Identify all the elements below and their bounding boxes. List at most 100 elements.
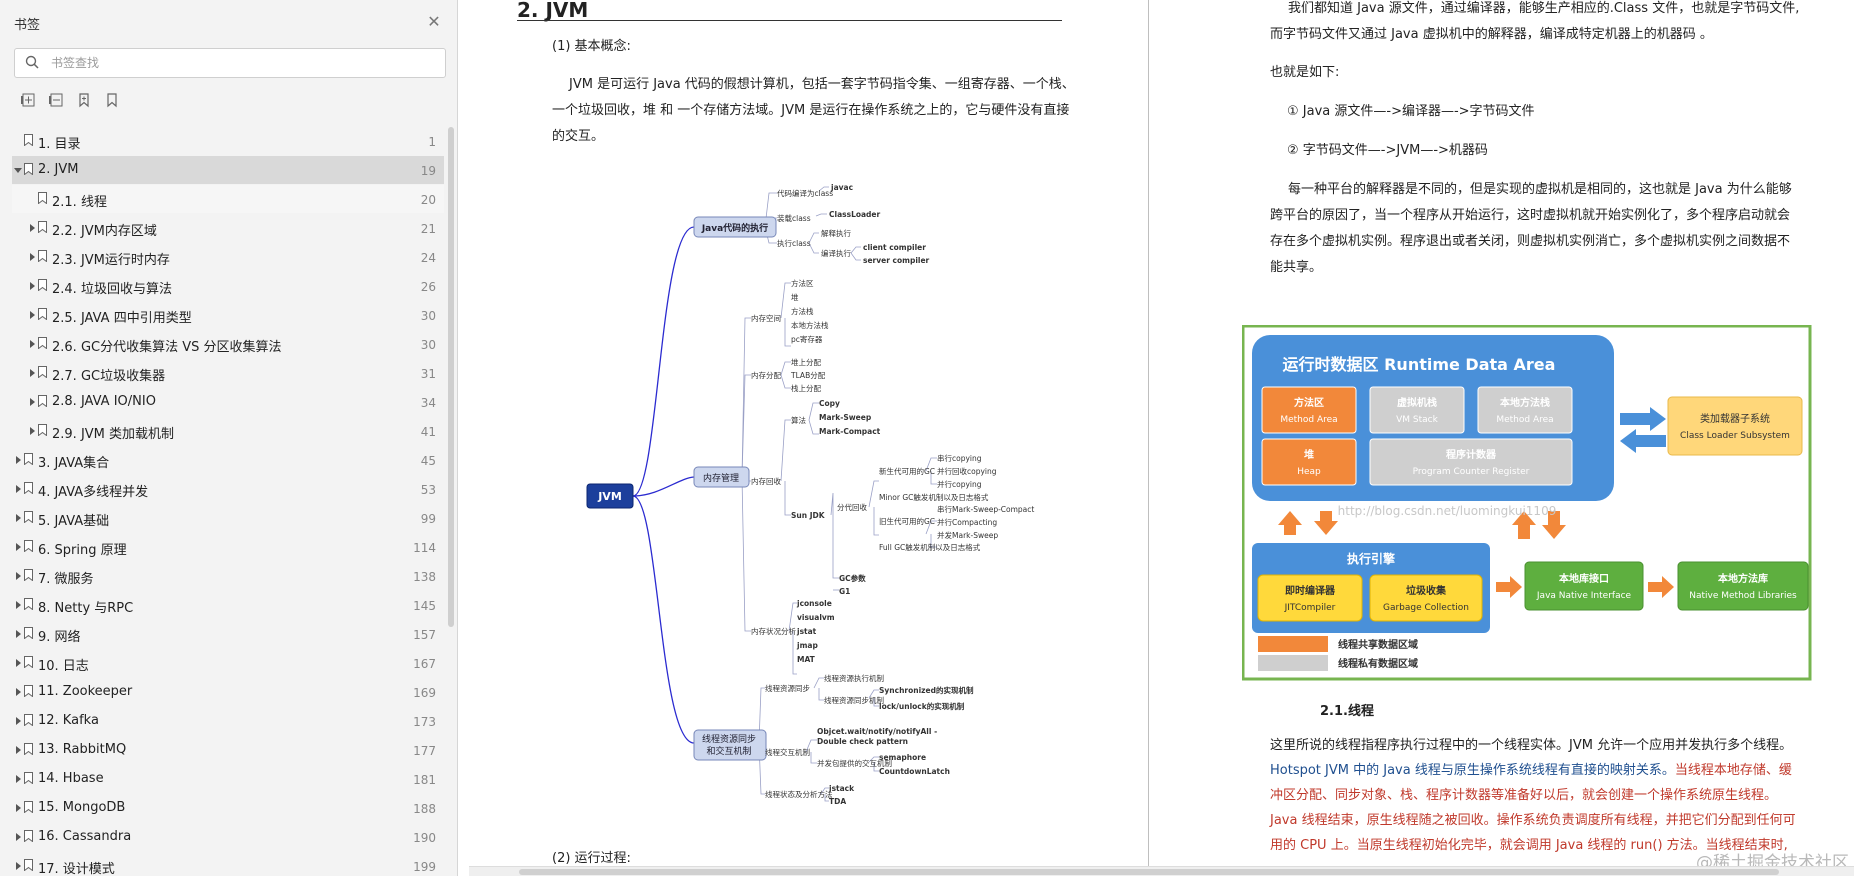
bookmark-page-number: 21: [420, 222, 436, 236]
mindmap-node: 并行Compacting: [937, 517, 997, 527]
mindmap-node: 线程资源同步机制: [824, 695, 884, 705]
bookmark-item[interactable]: 2.2. JVM内存区域 21: [12, 214, 444, 242]
close-icon[interactable]: ✕: [427, 12, 441, 31]
bookmark-scrollbar[interactable]: [448, 127, 454, 627]
chevron-right-icon[interactable]: [16, 688, 21, 696]
bookmark-icon[interactable]: [104, 92, 120, 108]
bookmark-item[interactable]: 12. Kafka 173: [12, 707, 444, 735]
chevron-right-icon[interactable]: [30, 369, 35, 377]
chevron-right-icon[interactable]: [30, 340, 35, 348]
horizontal-scrollbar[interactable]: [469, 866, 1854, 876]
paragraph-line: 也就是如下:: [1270, 65, 1340, 80]
mindmap-node: 装载class: [777, 213, 811, 223]
chevron-right-icon[interactable]: [16, 659, 21, 667]
chevron-right-icon[interactable]: [16, 485, 21, 493]
bookmark-icon: [24, 569, 33, 581]
mindmap-node: 并发包提供的交互机制: [817, 758, 892, 768]
rda-native-lib-en: Native Method Libraries: [1689, 591, 1797, 601]
collapse-all-icon[interactable]: [48, 92, 64, 108]
bookmark-page-number: 173: [413, 715, 436, 729]
chevron-right-icon[interactable]: [16, 543, 21, 551]
bookmark-label: 2.2. JVM内存区域: [52, 224, 157, 239]
mindmap-node: 方法栈: [791, 306, 814, 316]
chevron-right-icon[interactable]: [30, 427, 35, 435]
rda-native-stack-en: Method Area: [1496, 415, 1553, 425]
rda-native-lib: 本地方法库: [1718, 572, 1768, 585]
chevron-right-icon[interactable]: [30, 253, 35, 261]
bookmark-label: 12. Kafka: [38, 713, 99, 728]
bookmark-page-number: 45: [420, 454, 436, 468]
paragraph-line: 我们都知道 Java 源文件，通过编译器，能够生产相应的.Class 文件，也就…: [1288, 1, 1800, 16]
chevron-right-icon[interactable]: [16, 456, 21, 464]
bookmark-page-number: 190: [413, 831, 436, 845]
bookmark-icon: [38, 279, 47, 291]
mindmap-node: Copy: [819, 399, 840, 408]
bookmark-label: 2.1. 线程: [52, 195, 107, 210]
chevron-right-icon[interactable]: [16, 717, 21, 725]
mindmap-node: jmap: [796, 641, 818, 650]
paragraph-line: 的交互。: [552, 129, 605, 144]
mindmap-node: Sun JDK: [791, 511, 826, 520]
mindmap-node: lock/unlock的实现机制: [879, 701, 965, 711]
mindmap-node: Mark-Sweep: [819, 413, 872, 422]
chevron-right-icon[interactable]: [30, 224, 35, 232]
chevron-right-icon[interactable]: [30, 398, 35, 406]
expand-all-icon[interactable]: [20, 92, 36, 108]
bookmark-label: 7. 微服务: [38, 572, 94, 587]
chevron-right-icon[interactable]: [16, 775, 21, 783]
bookmark-page-number: 20: [420, 193, 436, 207]
mindmap-branch: 和交互机制: [706, 745, 751, 757]
mindmap-node: Minor GC触发机制以及日志格式: [879, 492, 989, 502]
mindmap-node: CountdownLatch: [879, 767, 950, 776]
rda-pc-en: Program Counter Register: [1413, 467, 1530, 477]
bookmark-page-number: 188: [413, 802, 436, 816]
bookmark-search-box[interactable]: [14, 48, 446, 78]
chevron-right-icon[interactable]: [16, 572, 21, 580]
chevron-right-icon[interactable]: [16, 746, 21, 754]
bookmark-icon: [24, 598, 33, 610]
chevron-right-icon[interactable]: [16, 630, 21, 638]
chevron-down-icon[interactable]: [14, 168, 22, 173]
bookmark-search-input[interactable]: [51, 54, 431, 72]
chevron-right-icon[interactable]: [30, 311, 35, 319]
chevron-right-icon[interactable]: [16, 804, 21, 812]
chevron-right-icon[interactable]: [16, 601, 21, 609]
bookmark-item[interactable]: 2.1. 线程 20: [12, 185, 444, 213]
rda-pc: 程序计数器: [1446, 448, 1497, 461]
chevron-right-icon[interactable]: [30, 282, 35, 290]
bookmark-label: 2.3. JVM运行时内存: [52, 253, 170, 268]
bookmark-label: 11. Zookeeper: [38, 684, 133, 699]
mindmap-node: 并发Mark-Sweep: [937, 530, 998, 540]
paragraph-line: ② 字节码文件—->JVM—->机器码: [1287, 143, 1488, 158]
add-bookmark-icon[interactable]: [76, 92, 92, 108]
scrollbar-thumb[interactable]: [519, 869, 1779, 875]
chevron-right-icon[interactable]: [16, 862, 21, 870]
chevron-right-icon[interactable]: [16, 514, 21, 522]
chevron-right-icon[interactable]: [16, 833, 21, 841]
paragraph-line: 冲区分配、同步对象、栈、程序计数器等准备好以后，就会创建一个操作系统原生线程。: [1270, 788, 1778, 803]
